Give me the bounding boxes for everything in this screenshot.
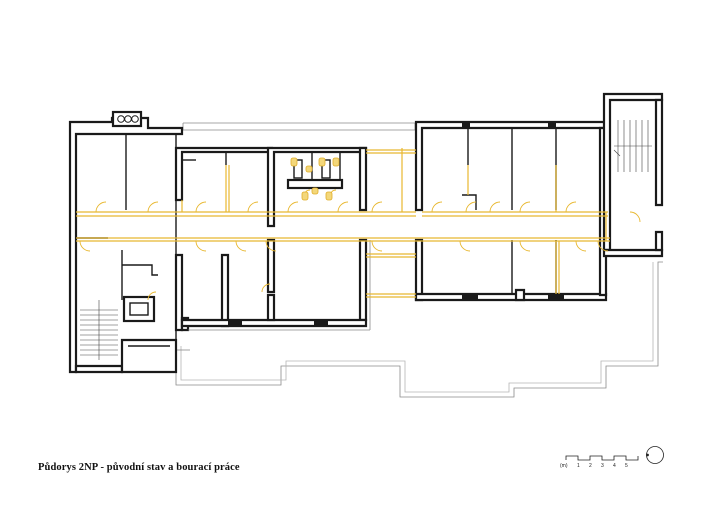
demolition-walls (76, 148, 610, 298)
central-block (174, 146, 371, 332)
scale-bar: (m) 1 2 3 4 5 (560, 452, 640, 478)
sanitary-fixtures (290, 157, 340, 201)
door-swings (79, 189, 641, 301)
north-arrow-icon (645, 445, 665, 465)
scale-unit-label: (m) (560, 463, 568, 469)
drawing-title: Půdorys 2NP - původní stav a bourací prá… (38, 462, 240, 473)
scale-tick: 3 (601, 463, 604, 469)
scale-tick: 4 (613, 463, 616, 469)
scale-tick: 2 (589, 463, 592, 469)
scale-tick: 5 (625, 463, 628, 469)
left-wing (68, 110, 184, 374)
scale-tick: 1 (577, 463, 580, 469)
right-staircase (602, 92, 664, 258)
right-wing (414, 120, 608, 302)
left-staircase (80, 300, 118, 360)
